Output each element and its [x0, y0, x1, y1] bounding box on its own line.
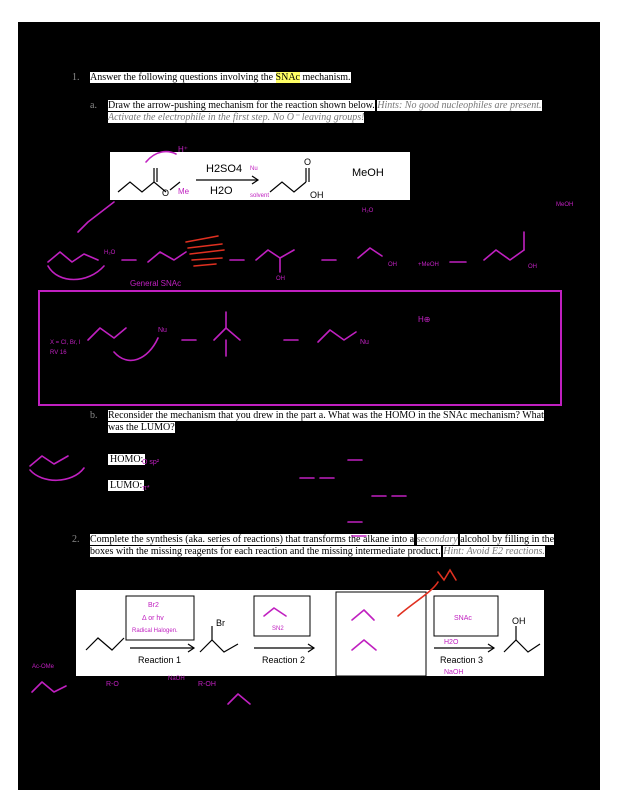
box3-snac: SNAc	[454, 615, 472, 622]
note-ester-sketch	[31, 681, 67, 693]
arrow-reaction-1-head	[187, 643, 196, 653]
secondary-word: secondary	[416, 534, 458, 545]
question-2-prompt: Complete the synthesis (aka. series of r…	[90, 534, 415, 545]
box2-acetate	[263, 607, 287, 617]
box-reagent-3[interactable]	[433, 595, 499, 637]
arrow-reaction-3-head	[487, 643, 496, 653]
reaction-3-label: Reaction 3	[440, 655, 483, 665]
box3-naoh: NaOH	[444, 669, 463, 676]
question-2-hint: Hint: Avoid E2 reactions.	[443, 546, 545, 557]
general-nu-arrow	[113, 337, 159, 362]
box1-br2: Br2	[148, 602, 159, 609]
ester-intermediate	[351, 568, 457, 651]
note-naoh: NaOH	[168, 676, 185, 682]
svg-text:OH: OH	[388, 262, 397, 268]
snac-highlight: SNAc	[275, 72, 300, 83]
general-electrophile	[87, 327, 127, 341]
lumo-answer: π*	[142, 485, 150, 492]
question-1-text: Answer the following questions involving…	[90, 72, 351, 84]
general-product	[317, 329, 357, 343]
box-intermediate[interactable]	[335, 591, 427, 677]
general-h-plus: H⊕	[418, 315, 430, 324]
general-snac-label: General SNAc	[130, 279, 181, 288]
arrow-to-mechanism	[77, 201, 115, 233]
question-1-number: 1.	[72, 72, 80, 83]
general-snac-box	[38, 290, 562, 406]
mechanism-step-1: H₂O	[47, 250, 137, 281]
mechanism-step-3: OH	[255, 249, 337, 282]
question-1-text-end: mechanism.	[300, 72, 351, 83]
orbital-diagram	[299, 459, 407, 537]
box2-sn2: SN2	[272, 626, 284, 632]
bromide-intermediate	[199, 626, 239, 653]
meoh-note-2: MeOH	[556, 202, 573, 208]
note-r-o: R-O	[106, 681, 119, 688]
reaction-1-label: Reaction 1	[138, 655, 181, 665]
nu-note: Nu	[250, 166, 258, 172]
note-acome: Ac-OMe	[32, 664, 55, 670]
general-product-nu: Nu	[360, 339, 369, 346]
alkane-start	[85, 637, 125, 651]
reaction-2-label: Reaction 2	[262, 655, 305, 665]
me-note: Me	[178, 187, 190, 196]
svg-text:OH: OH	[310, 190, 324, 200]
general-nu: Nu	[158, 327, 167, 334]
bromide-br: Br	[216, 618, 225, 628]
homo-label: HOMO:	[108, 454, 146, 465]
question-1b-letter: b.	[90, 410, 98, 421]
box1-radical: Radical Halogen.	[132, 628, 178, 634]
mechanism-step-4: H₂O OH +MeOH	[357, 208, 467, 268]
lumo-label: LUMO:	[108, 480, 145, 491]
reagent-h2so4: H2SO4	[206, 163, 242, 175]
homo-answer: O sp²	[142, 459, 160, 466]
annotation-layer: O H2SO4 H2O O OH MeOH Nu solvent H⁺ Me H…	[29, 145, 573, 705]
svg-text:H₂O: H₂O	[104, 250, 116, 256]
svg-text:OH: OH	[276, 276, 285, 282]
box1-light: Δ or hv	[142, 615, 164, 622]
final-alcohol	[503, 626, 541, 653]
question-1-text-start: Answer the following questions involving…	[90, 72, 276, 83]
product-acid-structure: O OH	[269, 157, 324, 200]
svg-text:H₂O: H₂O	[362, 208, 374, 214]
side-product-meoh: MeOH	[352, 167, 384, 179]
worksheet-page: 1. Answer the following questions involv…	[18, 22, 600, 790]
arrow-reaction-2-head	[307, 643, 316, 653]
note-r-oh: R-OH	[198, 681, 216, 688]
note-acetate-sketch	[227, 693, 251, 705]
question-1a-letter: a.	[90, 100, 97, 111]
reagent-h2o: H2O	[210, 185, 233, 197]
homo-sketch	[29, 455, 69, 467]
reaction-box	[110, 152, 410, 200]
homo-arrow	[29, 467, 85, 481]
meoh-note: +MeOH	[418, 262, 439, 268]
question-1a-prompt: Draw the arrow-pushing mechanism for the…	[108, 100, 375, 111]
question-1b-text: Reconsider the mechanism that you drew i…	[108, 410, 560, 434]
arrow-proton	[145, 150, 177, 163]
svg-text:OH: OH	[528, 264, 537, 270]
box-reagent-2[interactable]	[253, 595, 311, 637]
rv-note: RV 16	[50, 350, 67, 356]
h-plus-note: H⁺	[178, 145, 188, 154]
reaction-arrow-head	[251, 175, 260, 185]
box-reagent-1[interactable]	[125, 595, 195, 641]
svg-text:O: O	[162, 188, 169, 198]
question-2-number: 2.	[72, 534, 80, 545]
mechanism-step-2	[147, 235, 245, 267]
mechanism-final-product: OH MeOH	[483, 202, 573, 270]
question-1a-text: Draw the arrow-pushing mechanism for the…	[108, 100, 568, 124]
box3-h2o: H2O	[444, 639, 459, 646]
starting-ester-structure: O	[117, 168, 181, 198]
solvent-note: solvent	[250, 193, 269, 199]
svg-text:O: O	[304, 157, 311, 167]
x-halide-note: X = Cl, Br, I	[50, 340, 81, 346]
general-tetrahedral	[213, 327, 241, 341]
question-2-text: Complete the synthesis (aka. series of r…	[90, 534, 560, 558]
final-oh: OH	[512, 616, 526, 626]
